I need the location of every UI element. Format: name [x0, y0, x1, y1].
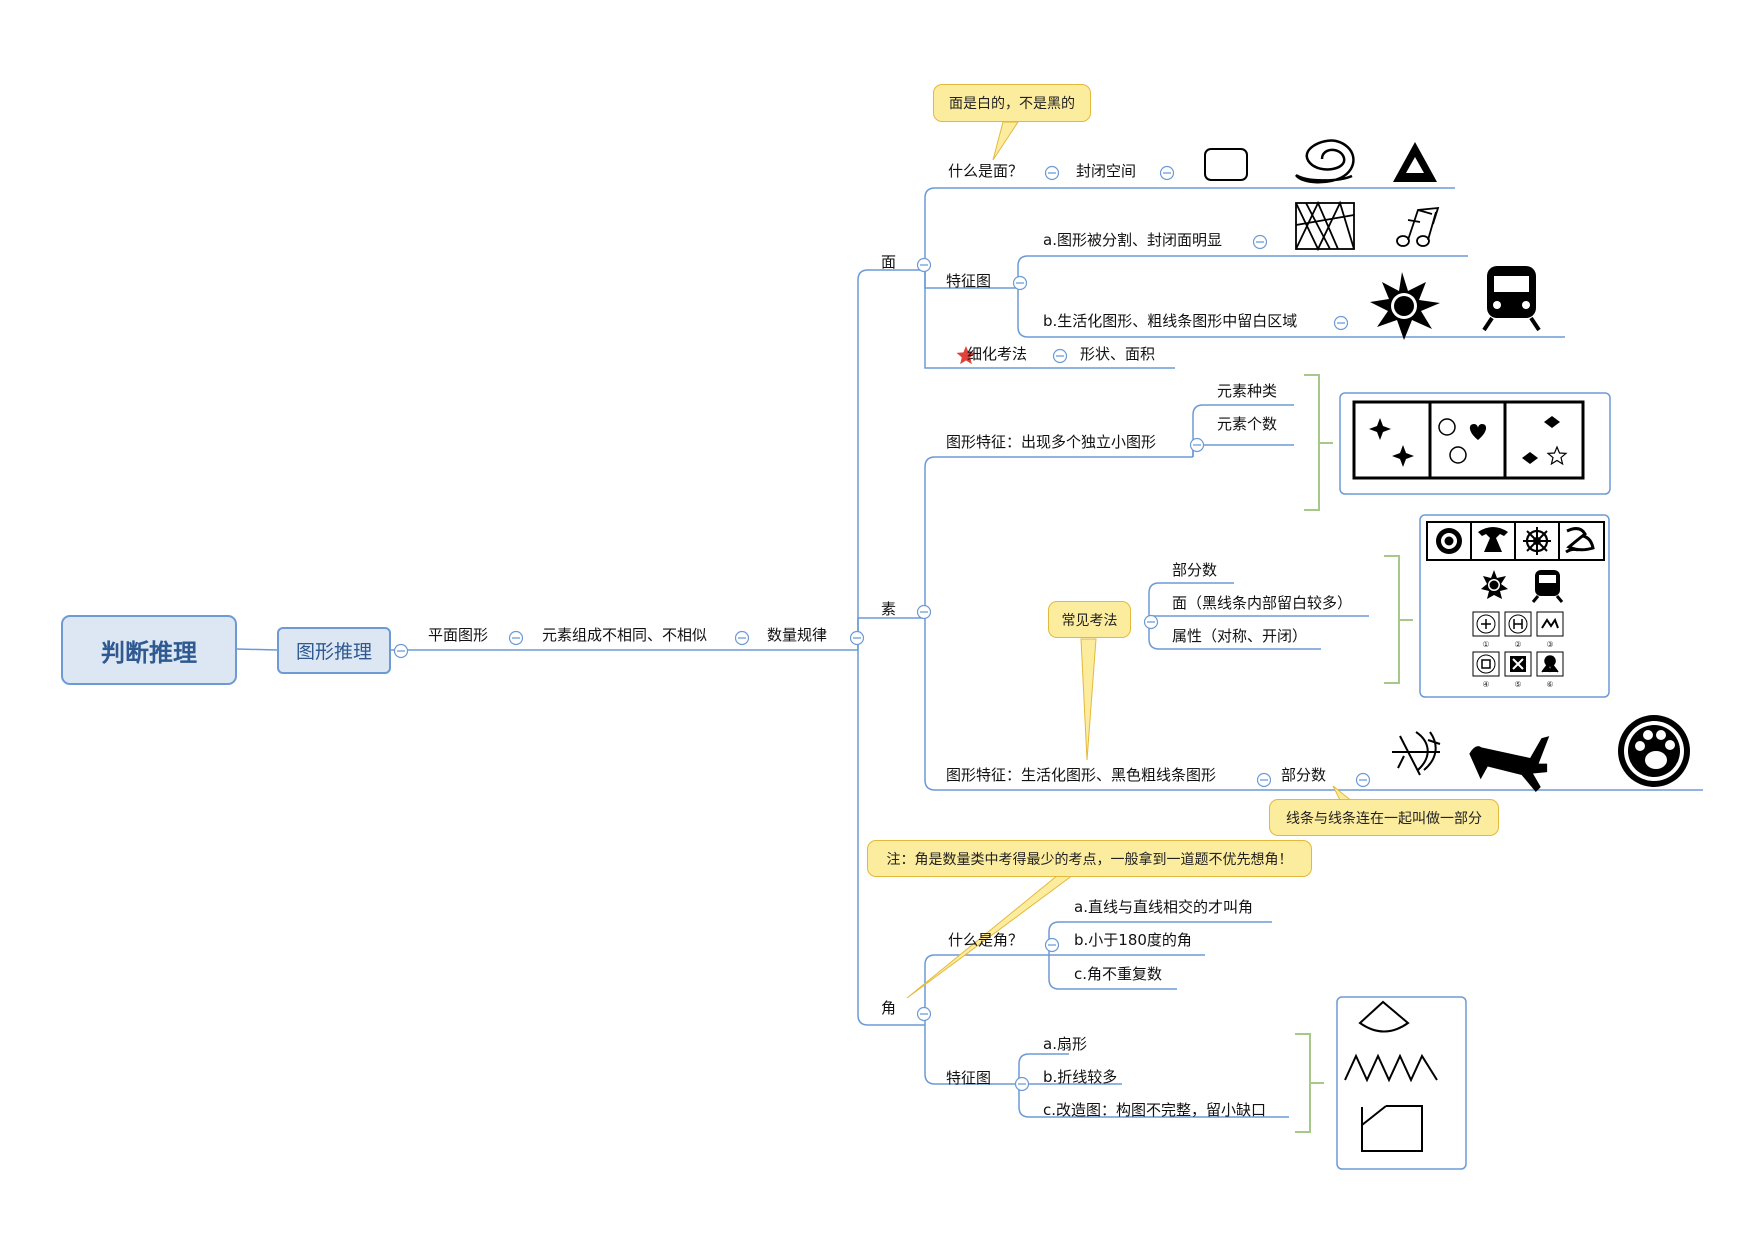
callout-tail-common — [1080, 638, 1097, 761]
su-feature-2[interactable]: 图形特征：生活化图形、黑色粗线条图形 — [946, 766, 1217, 784]
figure-num-5: ⑤ — [1514, 680, 1521, 689]
airplane-figure — [1469, 736, 1550, 792]
music-note-figure — [1396, 206, 1440, 247]
callout-tail-mian — [992, 121, 1019, 161]
node-jiao[interactable]: 角 — [881, 999, 897, 1017]
branch-elements[interactable]: 元素组成不相同、不相似 — [542, 626, 708, 644]
figure-num-6: ⑥ — [1546, 680, 1553, 689]
su-attr[interactable]: 属性（对称、开闭） — [1172, 627, 1308, 645]
mian-feature-b[interactable]: b.生活化图形、粗线条图形中留白区域 — [1043, 312, 1298, 330]
incomplete-square-figure — [1361, 1105, 1423, 1152]
figure-num-3: ③ — [1546, 640, 1553, 649]
elements-image-frame — [1339, 392, 1611, 495]
su-parts[interactable]: 部分数 — [1172, 561, 1218, 579]
jiao-def-c[interactable]: c.角不重复数 — [1074, 965, 1163, 983]
su-feature-1[interactable]: 图形特征：出现多个独立小图形 — [946, 433, 1157, 451]
rounded-rect-figure — [1204, 148, 1248, 181]
su-parts-callout: 线条与线条连在一起叫做一部分 — [1269, 799, 1499, 836]
paw-figure — [1618, 715, 1690, 787]
mian-what-is[interactable]: 什么是面？ — [948, 162, 1024, 180]
mian-feature-a[interactable]: a.图形被分割、封闭面明显 — [1043, 231, 1222, 249]
jiao-feat-b[interactable]: b.折线较多 — [1043, 1068, 1118, 1086]
jiao-def-b[interactable]: b.小于180度的角 — [1074, 931, 1192, 949]
su-element-count[interactable]: 元素个数 — [1217, 415, 1278, 433]
common-figure-grid — [1426, 521, 1605, 677]
mian-callout: 面是白的，不是黑的 — [933, 84, 1091, 122]
elements-figure — [1352, 400, 1585, 480]
bracket-elements — [1304, 374, 1333, 511]
bracket-jiao — [1295, 1033, 1324, 1133]
su-parts-2[interactable]: 部分数 — [1281, 766, 1327, 784]
jiao-what-is[interactable]: 什么是角？ — [948, 931, 1024, 949]
jiao-feature[interactable]: 特征图 — [946, 1069, 992, 1087]
branch-plane[interactable]: 平面图形 — [428, 626, 489, 644]
mian-feature[interactable]: 特征图 — [946, 272, 992, 290]
star-icon — [956, 346, 976, 365]
mian-shape-area[interactable]: 形状、面积 — [1080, 345, 1156, 363]
figure-num-1: ① — [1482, 640, 1489, 649]
split-rectangle-figure — [1295, 200, 1355, 252]
sector-figure — [1358, 1000, 1410, 1033]
subtopic-node[interactable]: 图形推理 — [277, 627, 391, 674]
jiao-def-a[interactable]: a.直线与直线相交的才叫角 — [1074, 898, 1253, 916]
train-figure — [1482, 266, 1541, 332]
jiao-note-callout: 注：角是数量类中考得最少的考点，一般拿到一道题不优先想角！ — [867, 840, 1312, 877]
mian-closed-space[interactable]: 封闭空间 — [1076, 162, 1137, 180]
mian-refine[interactable]: 细化考法 — [967, 345, 1028, 363]
jiao-image-frame — [1336, 996, 1467, 1170]
branch-quantity[interactable]: 数量规律 — [767, 626, 828, 644]
node-mian[interactable]: 面 — [881, 253, 897, 271]
su-face[interactable]: 面（黑线条内部留白较多） — [1172, 594, 1353, 612]
figure-num-2: ② — [1514, 640, 1521, 649]
spiral-figure — [1294, 139, 1355, 184]
bracket-common — [1384, 555, 1413, 684]
su-common-callout: 常见考法 — [1048, 601, 1131, 638]
sun-figure — [1370, 272, 1440, 340]
jiao-feat-a[interactable]: a.扇形 — [1043, 1035, 1087, 1053]
root-node[interactable]: 判断推理 — [61, 615, 237, 685]
su-element-type[interactable]: 元素种类 — [1217, 382, 1278, 400]
zigzag-figure — [1344, 1053, 1438, 1083]
jiao-feat-c[interactable]: c.改造图：构图不完整，留小缺口 — [1043, 1101, 1267, 1119]
branch-figure — [1392, 731, 1441, 776]
node-su[interactable]: 素 — [881, 600, 897, 618]
triangle-figure — [1393, 142, 1437, 182]
figure-num-4: ④ — [1482, 680, 1489, 689]
